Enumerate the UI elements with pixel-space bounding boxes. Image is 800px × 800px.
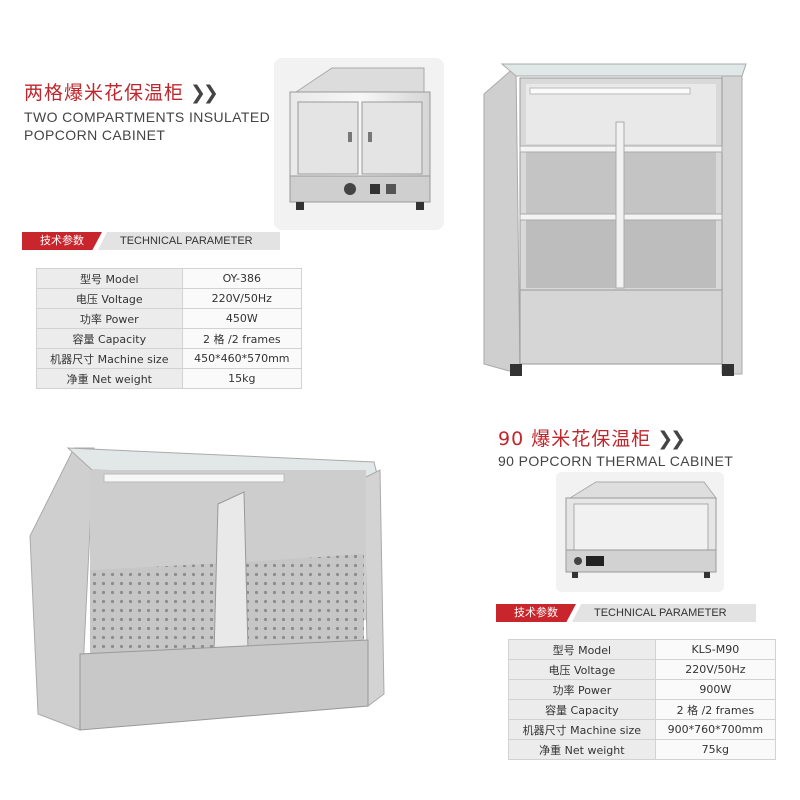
spec-value: 450*460*570mm (181, 348, 303, 369)
product2-en-title: 90 POPCORN THERMAL CABINET (498, 453, 734, 469)
glass-cabinet-photo (470, 58, 752, 380)
spec-value: 450W (181, 308, 303, 329)
spec-value: 2 格 /2 frames (181, 328, 303, 349)
product1-cn-title: 两格爆米花保温柜❯❯ (24, 78, 219, 105)
product1-tech-en: TECHNICAL PARAMETER (98, 232, 280, 250)
product2-tech-cn: 技术参数 (496, 604, 576, 622)
spec-label: 电压 Voltage (36, 288, 183, 309)
product1-en-title-line2: POPCORN CABINET (24, 127, 166, 143)
spec-label: 电压 Voltage (508, 659, 656, 680)
product1-en-title-line1: TWO COMPARTMENTS INSULATED (24, 109, 271, 125)
spec-label: 净重 Net weight (508, 739, 656, 760)
product2-tech-en: TECHNICAL PARAMETER (572, 604, 756, 622)
product1-en-title: TWO COMPARTMENTS INSULATED POPCORN CABIN… (24, 108, 270, 144)
spec-label: 容量 Capacity (36, 328, 183, 349)
spec-value: 15kg (181, 368, 303, 389)
chevron-right-icon: ❯❯ (190, 82, 219, 104)
product1-tech-cn: 技术参数 (22, 232, 102, 250)
large-cabinet-photo (18, 444, 398, 784)
product1-cn-title-text: 两格爆米花保温柜 (24, 82, 185, 104)
spec-label: 型号 Model (36, 268, 183, 289)
chevron-right-icon: ❯❯ (657, 428, 686, 450)
product2-cabinet-photo (556, 472, 724, 592)
spec-value: 2 格 /2 frames (654, 699, 777, 720)
product1-tech-bar: 技术参数 TECHNICAL PARAMETER (22, 232, 280, 250)
product2-cn-title: 90 爆米花保温柜❯❯ (498, 424, 686, 451)
product1-cabinet-photo (274, 58, 444, 230)
spec-value: OY-386 (181, 268, 303, 289)
spec-value: 900W (654, 679, 777, 700)
spec-value: 75kg (654, 739, 777, 760)
product2-cn-title-text: 90 爆米花保温柜 (498, 428, 652, 450)
spec-label: 机器尺寸 Machine size (36, 348, 183, 369)
spec-value: 220V/50Hz (181, 288, 303, 309)
spec-value: 900*760*700mm (654, 719, 777, 740)
spec-label: 功率 Power (508, 679, 656, 700)
product2-tech-bar: 技术参数 TECHNICAL PARAMETER (496, 604, 756, 622)
spec-label: 净重 Net weight (36, 368, 183, 389)
spec-label: 机器尺寸 Machine size (508, 719, 656, 740)
spec-label: 型号 Model (508, 639, 656, 660)
spec-value: KLS-M90 (654, 639, 777, 660)
spec-label: 功率 Power (36, 308, 183, 329)
spec-label: 容量 Capacity (508, 699, 656, 720)
spec-value: 220V/50Hz (654, 659, 777, 680)
